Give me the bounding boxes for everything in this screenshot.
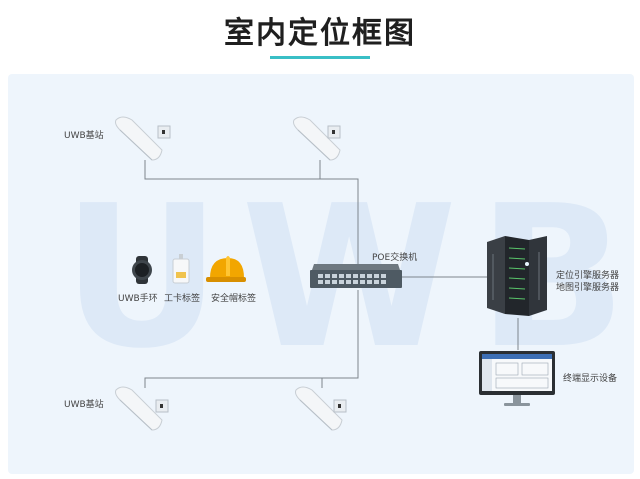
uwb-base-station-bottom-left — [110, 380, 174, 440]
uwb-base-station-bottom-right — [290, 380, 354, 440]
label-uwb-base-station-bottom: UWB基站 — [64, 400, 104, 410]
label-badge: 工卡标签 — [164, 294, 201, 304]
network-switch-icon — [310, 264, 402, 288]
terminal-monitor — [478, 350, 556, 414]
uwb-base-station-top-right — [288, 110, 352, 170]
uwb-base-station-top-left — [110, 110, 174, 170]
badge-tag — [172, 254, 190, 288]
uwb-anchor-icon — [293, 116, 341, 161]
label-poe-switch: POE交换机 — [372, 253, 418, 263]
page-title: 室内定位框图 — [224, 16, 416, 51]
title-underline — [270, 56, 370, 59]
server-rack-icon — [487, 236, 547, 316]
line-bottom-bus — [144, 290, 359, 388]
poe-switch — [308, 262, 402, 294]
server-rack — [483, 234, 551, 322]
uwb-anchor-icon — [295, 386, 347, 431]
uwb-wristband — [128, 256, 156, 288]
uwb-anchor-icon — [115, 116, 171, 161]
badge-tag-icon — [172, 254, 190, 284]
label-wristband: UWB手环 — [118, 294, 158, 304]
uwb-anchor-icon — [115, 386, 169, 431]
monitor-icon — [479, 351, 555, 406]
label-terminal: 终端显示设备 — [563, 374, 618, 384]
label-uwb-base-station-top: UWB基站 — [64, 131, 104, 141]
line-top-bus — [144, 160, 359, 265]
label-server-line1: 定位引擎服务器 — [556, 271, 620, 281]
helmet-tag — [204, 254, 248, 290]
label-server-line2: 地图引擎服务器 — [556, 283, 620, 293]
smartwatch-icon — [132, 256, 152, 284]
label-helmet: 安全帽标签 — [211, 294, 257, 304]
hard-hat-icon — [206, 256, 246, 282]
